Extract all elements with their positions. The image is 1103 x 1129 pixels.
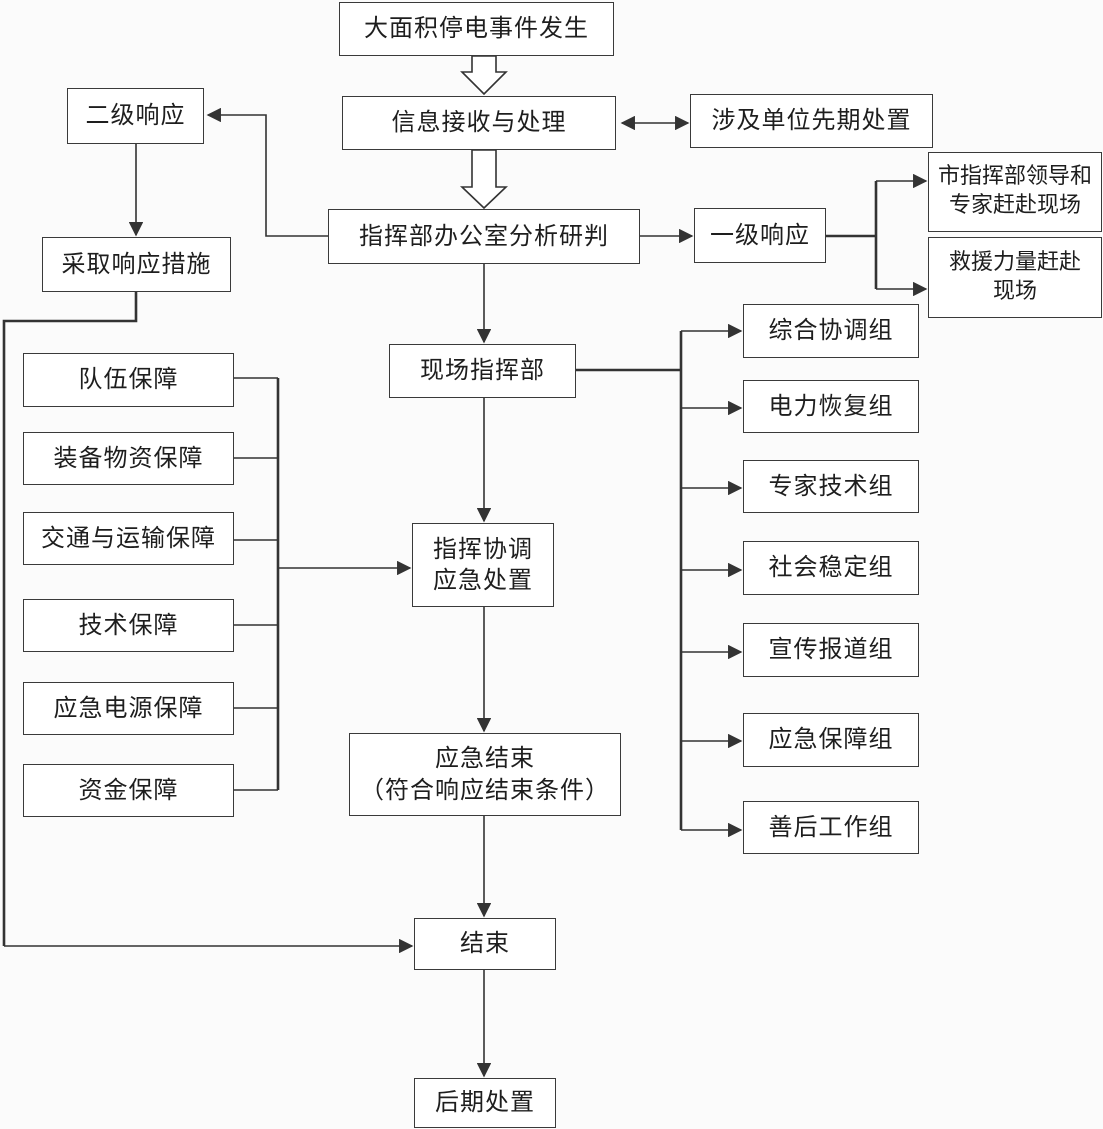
- node-group-aftermath: 善后工作组: [743, 801, 919, 854]
- block-arrow-start-to-info: [460, 55, 508, 96]
- node-early-handling: 涉及单位先期处置: [690, 94, 933, 148]
- node-group-coordination: 综合协调组: [743, 304, 919, 358]
- block-arrow-info-to-analysis: [460, 149, 508, 210]
- node-level2: 二级响应: [67, 88, 204, 144]
- node-field-hq: 现场指挥部: [389, 344, 576, 398]
- node-support-equipment: 装备物资保障: [23, 432, 234, 485]
- arrow-analysis-to-level2: [206, 107, 328, 237]
- node-coordinate: 指挥协调 应急处置: [412, 523, 554, 607]
- node-start: 大面积停电事件发生: [339, 2, 614, 56]
- node-support-team: 队伍保障: [23, 353, 234, 407]
- node-support-funding: 资金保障: [23, 764, 234, 817]
- node-info: 信息接收与处理: [342, 96, 616, 150]
- node-level1: 一级响应: [694, 208, 826, 263]
- node-emergency-end: 应急结束 （符合响应结束条件）: [349, 733, 621, 816]
- node-group-power-recovery: 电力恢复组: [743, 380, 919, 433]
- node-group-publicity: 宣传报道组: [743, 623, 919, 677]
- node-measures: 采取响应措施: [42, 237, 231, 292]
- node-support-technical: 技术保障: [23, 599, 234, 652]
- node-support-power-supply: 应急电源保障: [23, 682, 234, 735]
- node-analysis: 指挥部办公室分析研判: [328, 209, 640, 264]
- node-aftermath: 后期处置: [414, 1078, 556, 1128]
- node-end: 结束: [414, 918, 556, 970]
- line-measures-to-end: [2, 292, 138, 946]
- node-support-transport: 交通与运输保障: [23, 512, 234, 565]
- node-group-expert: 专家技术组: [743, 460, 919, 513]
- node-leaders: 市指挥部领导和 专家赶赴现场: [928, 152, 1102, 232]
- node-group-emergency-support: 应急保障组: [743, 713, 919, 767]
- node-group-social-stability: 社会稳定组: [743, 541, 919, 595]
- node-rescue: 救援力量赶赴 现场: [928, 237, 1102, 318]
